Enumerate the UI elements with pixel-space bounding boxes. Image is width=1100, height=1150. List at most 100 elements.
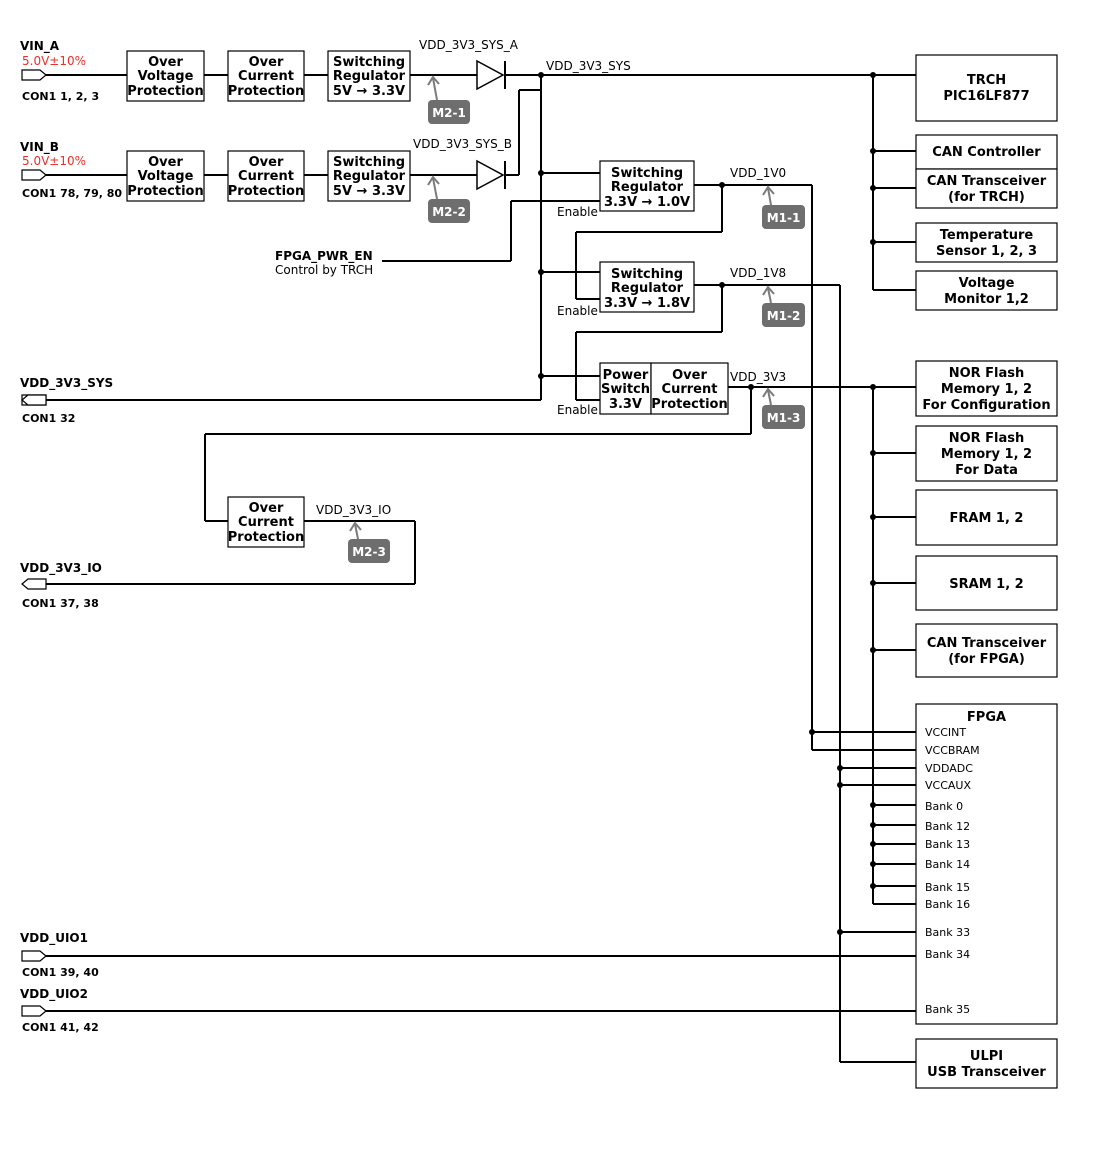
svg-text:Protection: Protection [127, 184, 203, 199]
fpga-pin-bank-14: Bank 14 [925, 858, 970, 871]
svg-text:5V → 3.3V: 5V → 3.3V [333, 84, 405, 99]
ocp-block-io: Over Current Protection [227, 496, 305, 548]
connector-vdd-uio1-icon [21, 950, 47, 962]
svg-text:Switching: Switching [333, 55, 405, 70]
svg-text:M2-1: M2-1 [432, 106, 466, 120]
svg-text:Sensor 1, 2, 3: Sensor 1, 2, 3 [936, 244, 1037, 259]
ocp-block-b: Over Current Protection [227, 150, 305, 202]
svg-text:M2-3: M2-3 [352, 545, 386, 559]
svg-text:Power: Power [603, 368, 649, 383]
svg-text:CAN Transceiver: CAN Transceiver [927, 174, 1047, 189]
load-ulpi-usb-transceiver: ULPI USB Transceiver [915, 1038, 1058, 1089]
net-vdd-1v8: VDD_1V8 [730, 266, 786, 280]
vin-b-spec: 5.0V±10% [22, 154, 86, 168]
vdd-uio1-label: VDD_UIO1 [20, 931, 88, 946]
switching-regulator-b: Switching Regulator 5V → 3.3V [327, 150, 411, 202]
svg-text:Over: Over [148, 155, 183, 170]
svg-text:M2-2: M2-2 [432, 205, 466, 219]
svg-text:Voltage: Voltage [138, 69, 194, 84]
wires [46, 74, 916, 1063]
ocp-block-a: Over Current Protection [227, 50, 305, 102]
svg-text:For Configuration: For Configuration [922, 398, 1050, 413]
svg-text:(for FPGA): (for FPGA) [948, 652, 1025, 667]
svg-text:3.3V → 1.8V: 3.3V → 1.8V [604, 296, 690, 311]
fpga-pin-vccbram: VCCBRAM [925, 744, 980, 757]
fpga-pin-bank-33: Bank 33 [925, 926, 970, 939]
vdd-uio2-label: VDD_UIO2 [20, 987, 88, 1002]
vin-b-label: VIN_B [20, 140, 59, 155]
svg-text:Monitor 1,2: Monitor 1,2 [944, 292, 1029, 307]
svg-text:Protection: Protection [651, 397, 727, 412]
diode-b-icon [476, 159, 506, 191]
monitor-tag-m1-1: M1-1 [762, 185, 805, 229]
svg-text:CAN Controller: CAN Controller [932, 145, 1041, 160]
load-trch: TRCH PIC16LF877 [915, 54, 1058, 122]
monitor-tag-m2-2: M2-2 [427, 175, 470, 223]
load-fram: FRAM 1, 2 [915, 489, 1058, 546]
svg-text:FRAM 1, 2: FRAM 1, 2 [950, 511, 1024, 526]
vin-a-label: VIN_A [20, 39, 60, 54]
svg-text:M1-3: M1-3 [767, 411, 801, 425]
vdd-uio2-connector-pins: CON1 41, 42 [22, 1021, 99, 1034]
fpga-pin-bank-12: Bank 12 [925, 820, 970, 833]
load-can-controller: CAN Controller [915, 134, 1058, 170]
svg-text:TRCH: TRCH [967, 73, 1006, 88]
svg-text:3.3V: 3.3V [609, 397, 642, 412]
svg-text:Regulator: Regulator [611, 281, 684, 296]
load-can-transceiver-fpga: CAN Transceiver (for FPGA) [915, 623, 1058, 678]
enable-label-1v8: Enable [557, 304, 598, 318]
svg-text:Current: Current [238, 69, 294, 84]
fpga-pin-bank-16: Bank 16 [925, 898, 970, 911]
fpga-title: FPGA [967, 710, 1006, 725]
svg-text:NOR Flash: NOR Flash [949, 431, 1025, 446]
svg-text:Regulator: Regulator [611, 180, 684, 195]
svg-text:Current: Current [238, 169, 294, 184]
svg-text:ULPI: ULPI [970, 1049, 1003, 1064]
vdd-3v3-sys-connector-pins: CON1 32 [22, 412, 75, 425]
load-voltage-monitor: Voltage Monitor 1,2 [915, 270, 1058, 311]
fpga-pin-bank-34: Bank 34 [925, 948, 970, 961]
enable-label-1v0: Enable [557, 205, 598, 219]
svg-text:Over: Over [249, 155, 284, 170]
load-temperature-sensor: Temperature Sensor 1, 2, 3 [915, 222, 1058, 263]
vin-a-connector-pins: CON1 1, 2, 3 [22, 90, 99, 103]
load-can-transceiver-trch: CAN Transceiver (for TRCH) [915, 168, 1058, 209]
fpga-pin-vccaux: VCCAUX [925, 779, 971, 792]
net-vdd-3v3: VDD_3V3 [730, 370, 786, 384]
svg-text:Switch: Switch [601, 382, 650, 397]
svg-text:Protection: Protection [127, 84, 203, 99]
monitor-tag-m1-3: M1-3 [762, 387, 805, 429]
vin-a-spec: 5.0V±10% [22, 54, 86, 68]
svg-text:(for TRCH): (for TRCH) [948, 190, 1025, 205]
svg-text:Switching: Switching [333, 155, 405, 170]
fpga-pin-bank-13: Bank 13 [925, 838, 970, 851]
svg-text:Protection: Protection [228, 184, 304, 199]
svg-text:For Data: For Data [955, 463, 1018, 478]
vdd-uio1-connector-pins: CON1 39, 40 [22, 966, 99, 979]
ovp-block-a: Over Voltage Protection [126, 50, 205, 102]
connector-vin-a-icon [21, 69, 47, 81]
svg-text:Over: Over [148, 55, 183, 70]
ovp-block-b: Over Voltage Protection [126, 150, 205, 202]
svg-text:PIC16LF877: PIC16LF877 [943, 89, 1029, 104]
monitor-tag-m2-1: M2-1 [427, 75, 470, 124]
fpga-pwr-en-label: FPGA_PWR_EN [275, 249, 373, 264]
svg-text:Over: Over [672, 368, 707, 383]
svg-text:Switching: Switching [611, 166, 683, 181]
power-switch-3v3: Power Switch 3.3V [599, 362, 652, 415]
svg-text:CAN Transceiver: CAN Transceiver [927, 636, 1047, 651]
enable-label-3v3: Enable [557, 403, 598, 417]
fpga-pin-vddadc: VDDADC [925, 762, 973, 775]
svg-text:M1-1: M1-1 [767, 211, 801, 225]
svg-text:Switching: Switching [611, 267, 683, 282]
svg-text:NOR Flash: NOR Flash [949, 366, 1025, 381]
vdd-3v3-sys-label: VDD_3V3_SYS [20, 376, 113, 391]
svg-text:Voltage: Voltage [138, 169, 194, 184]
svg-text:3.3V → 1.0V: 3.3V → 1.0V [604, 195, 690, 210]
net-vdd-3v3-sys-a: VDD_3V3_SYS_A [419, 38, 519, 52]
load-sram: SRAM 1, 2 [915, 555, 1058, 611]
fpga-pwr-en-description: Control by TRCH [275, 263, 373, 277]
svg-text:Voltage: Voltage [959, 276, 1015, 291]
svg-text:Current: Current [662, 382, 718, 397]
svg-text:Temperature: Temperature [940, 228, 1034, 243]
